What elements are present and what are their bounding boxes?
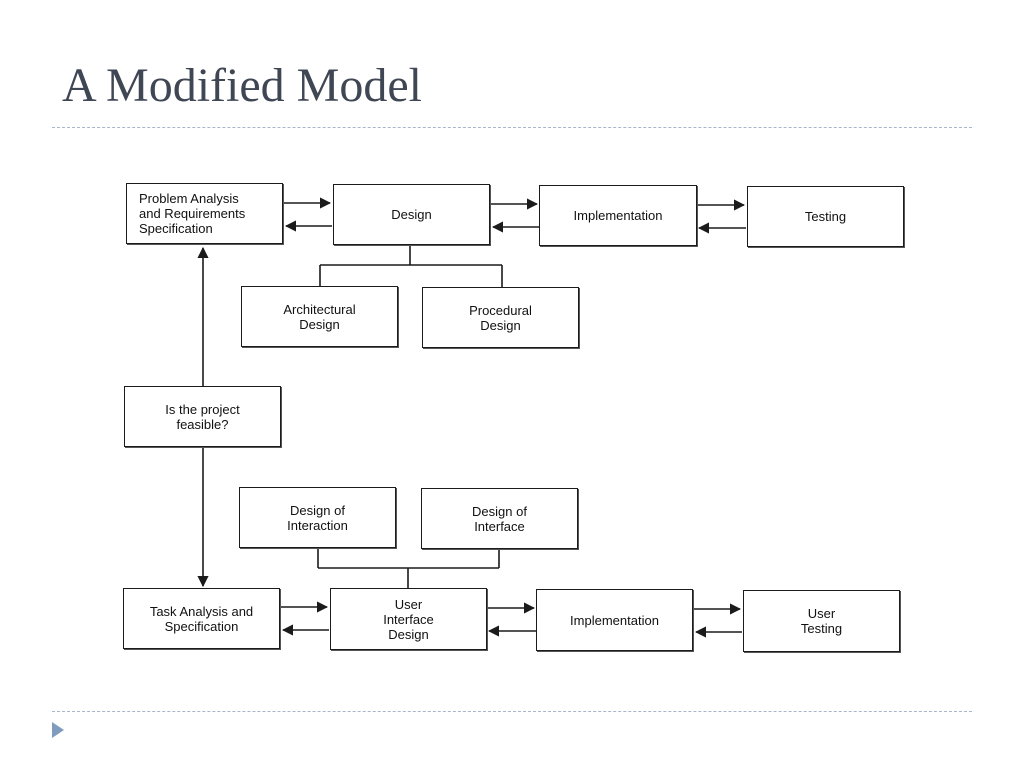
footer-divider <box>52 711 972 712</box>
box-problem-analysis: Problem Analysis and Requirements Specif… <box>126 183 283 244</box>
box-design-of-interaction: Design of Interaction <box>239 487 396 548</box>
box-user-testing: User Testing <box>743 590 900 652</box>
box-design-of-interface-label: Design of Interface <box>472 503 527 534</box>
box-user-interface-design-label: User Interface Design <box>383 596 434 642</box>
box-feasible-label: Is the project feasible? <box>165 401 240 432</box>
box-task-analysis-label: Task Analysis and Specification <box>149 603 254 634</box>
slide-marker-icon <box>52 722 64 738</box>
box-problem-analysis-label: Problem Analysis and Requirements Specif… <box>139 191 246 236</box>
box-testing-label: Testing <box>804 209 847 224</box>
box-implementation-top: Implementation <box>539 185 697 246</box>
box-architectural-design: Architectural Design <box>241 286 398 347</box>
box-procedural-design: Procedural Design <box>422 287 579 348</box>
box-testing: Testing <box>747 186 904 247</box>
box-implementation-bottom: Implementation <box>536 589 693 651</box>
connector-design-split <box>319 246 503 287</box>
box-user-interface-design: User Interface Design <box>330 588 487 650</box>
box-feasible: Is the project feasible? <box>124 386 281 447</box>
connector-ui-design-merge <box>317 549 500 588</box>
box-design-label: Design <box>391 207 432 222</box>
box-task-analysis: Task Analysis and Specification <box>123 588 280 649</box>
box-implementation-bottom-label: Implementation <box>570 612 659 628</box>
box-design-of-interface: Design of Interface <box>421 488 578 549</box>
slide-title: A Modified Model <box>62 59 422 112</box>
box-design-of-interaction-label: Design of Interaction <box>287 502 348 533</box>
box-procedural-design-label: Procedural Design <box>469 302 532 333</box>
box-implementation-top-label: Implementation <box>573 208 663 223</box>
box-design: Design <box>333 184 490 245</box>
box-architectural-design-label: Architectural Design <box>283 301 356 332</box>
box-user-testing-label: User Testing <box>800 606 843 636</box>
title-divider <box>52 127 972 128</box>
